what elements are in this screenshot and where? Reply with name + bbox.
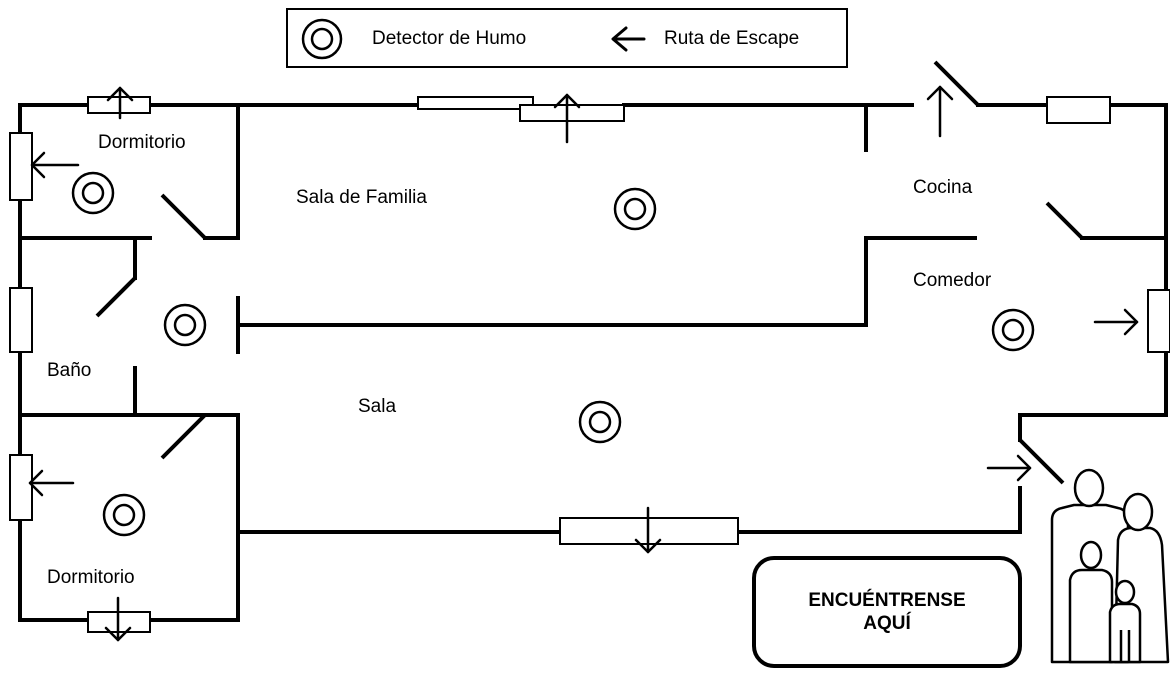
escape-arrow-icon <box>28 469 75 497</box>
room-label-bathroom: Baño <box>47 360 92 381</box>
legend-escape-arrow-icon <box>611 26 646 52</box>
doors <box>95 60 1084 485</box>
window-family-a <box>417 96 534 110</box>
escape-arrow-icon <box>1093 308 1139 336</box>
escape-arrows <box>28 85 1139 642</box>
family-icon <box>1050 468 1170 664</box>
smoke-detector-icon <box>102 493 146 537</box>
smoke-detector-icon <box>613 187 657 231</box>
smoke-detector-icon <box>578 400 622 444</box>
escape-arrow-icon <box>106 86 134 120</box>
door-bedroom-top <box>160 193 207 240</box>
room-label-bedroom-top: Dormitorio <box>98 132 186 153</box>
room-label-family-room: Sala de Familia <box>296 187 427 208</box>
door-bedroom-bottom <box>160 413 207 460</box>
room-label-living: Sala <box>358 396 397 417</box>
door-kitchen <box>1045 201 1084 240</box>
room-label-dining: Comedor <box>913 270 992 291</box>
wall-top-right <box>1108 103 1168 292</box>
smoke-detector-icon <box>71 171 115 215</box>
window-kitchen <box>1046 96 1111 124</box>
door-front-top <box>933 60 980 107</box>
windows <box>9 96 1170 633</box>
escape-arrow-icon <box>926 85 954 138</box>
escape-arrow-icon <box>30 151 80 179</box>
legend-smoke-detector-label: Detector de Humo <box>372 28 527 49</box>
meeting-point-box: ENCUÉNTRENSE AQUÍ <box>752 556 1022 668</box>
legend-escape-route-label: Ruta de Escape <box>664 28 800 49</box>
window-dining-right <box>1147 289 1170 353</box>
door-front-bottom <box>1018 438 1065 485</box>
window-bath <box>9 287 33 353</box>
meeting-point-label: ENCUÉNTRENSE AQUÍ <box>808 590 966 634</box>
smoke-detectors <box>71 171 1035 537</box>
door-bathroom <box>95 276 137 318</box>
escape-arrow-icon <box>986 454 1032 482</box>
window-family-b <box>519 104 625 122</box>
window-bed-bot-left <box>9 454 33 521</box>
room-label-bedroom-bottom: Dormitorio <box>47 567 135 588</box>
escape-arrow-icon <box>634 506 662 554</box>
smoke-detector-icon <box>991 308 1035 352</box>
escape-arrow-icon <box>104 596 132 642</box>
legend: Detector de Humo Ruta de Escape <box>286 8 848 68</box>
window-bed-top-left <box>9 132 33 201</box>
smoke-detector-icon <box>163 303 207 347</box>
walls <box>18 103 1168 622</box>
room-label-kitchen: Cocina <box>913 177 973 198</box>
legend-smoke-detector-icon <box>301 18 343 60</box>
escape-arrow-icon <box>553 93 581 144</box>
